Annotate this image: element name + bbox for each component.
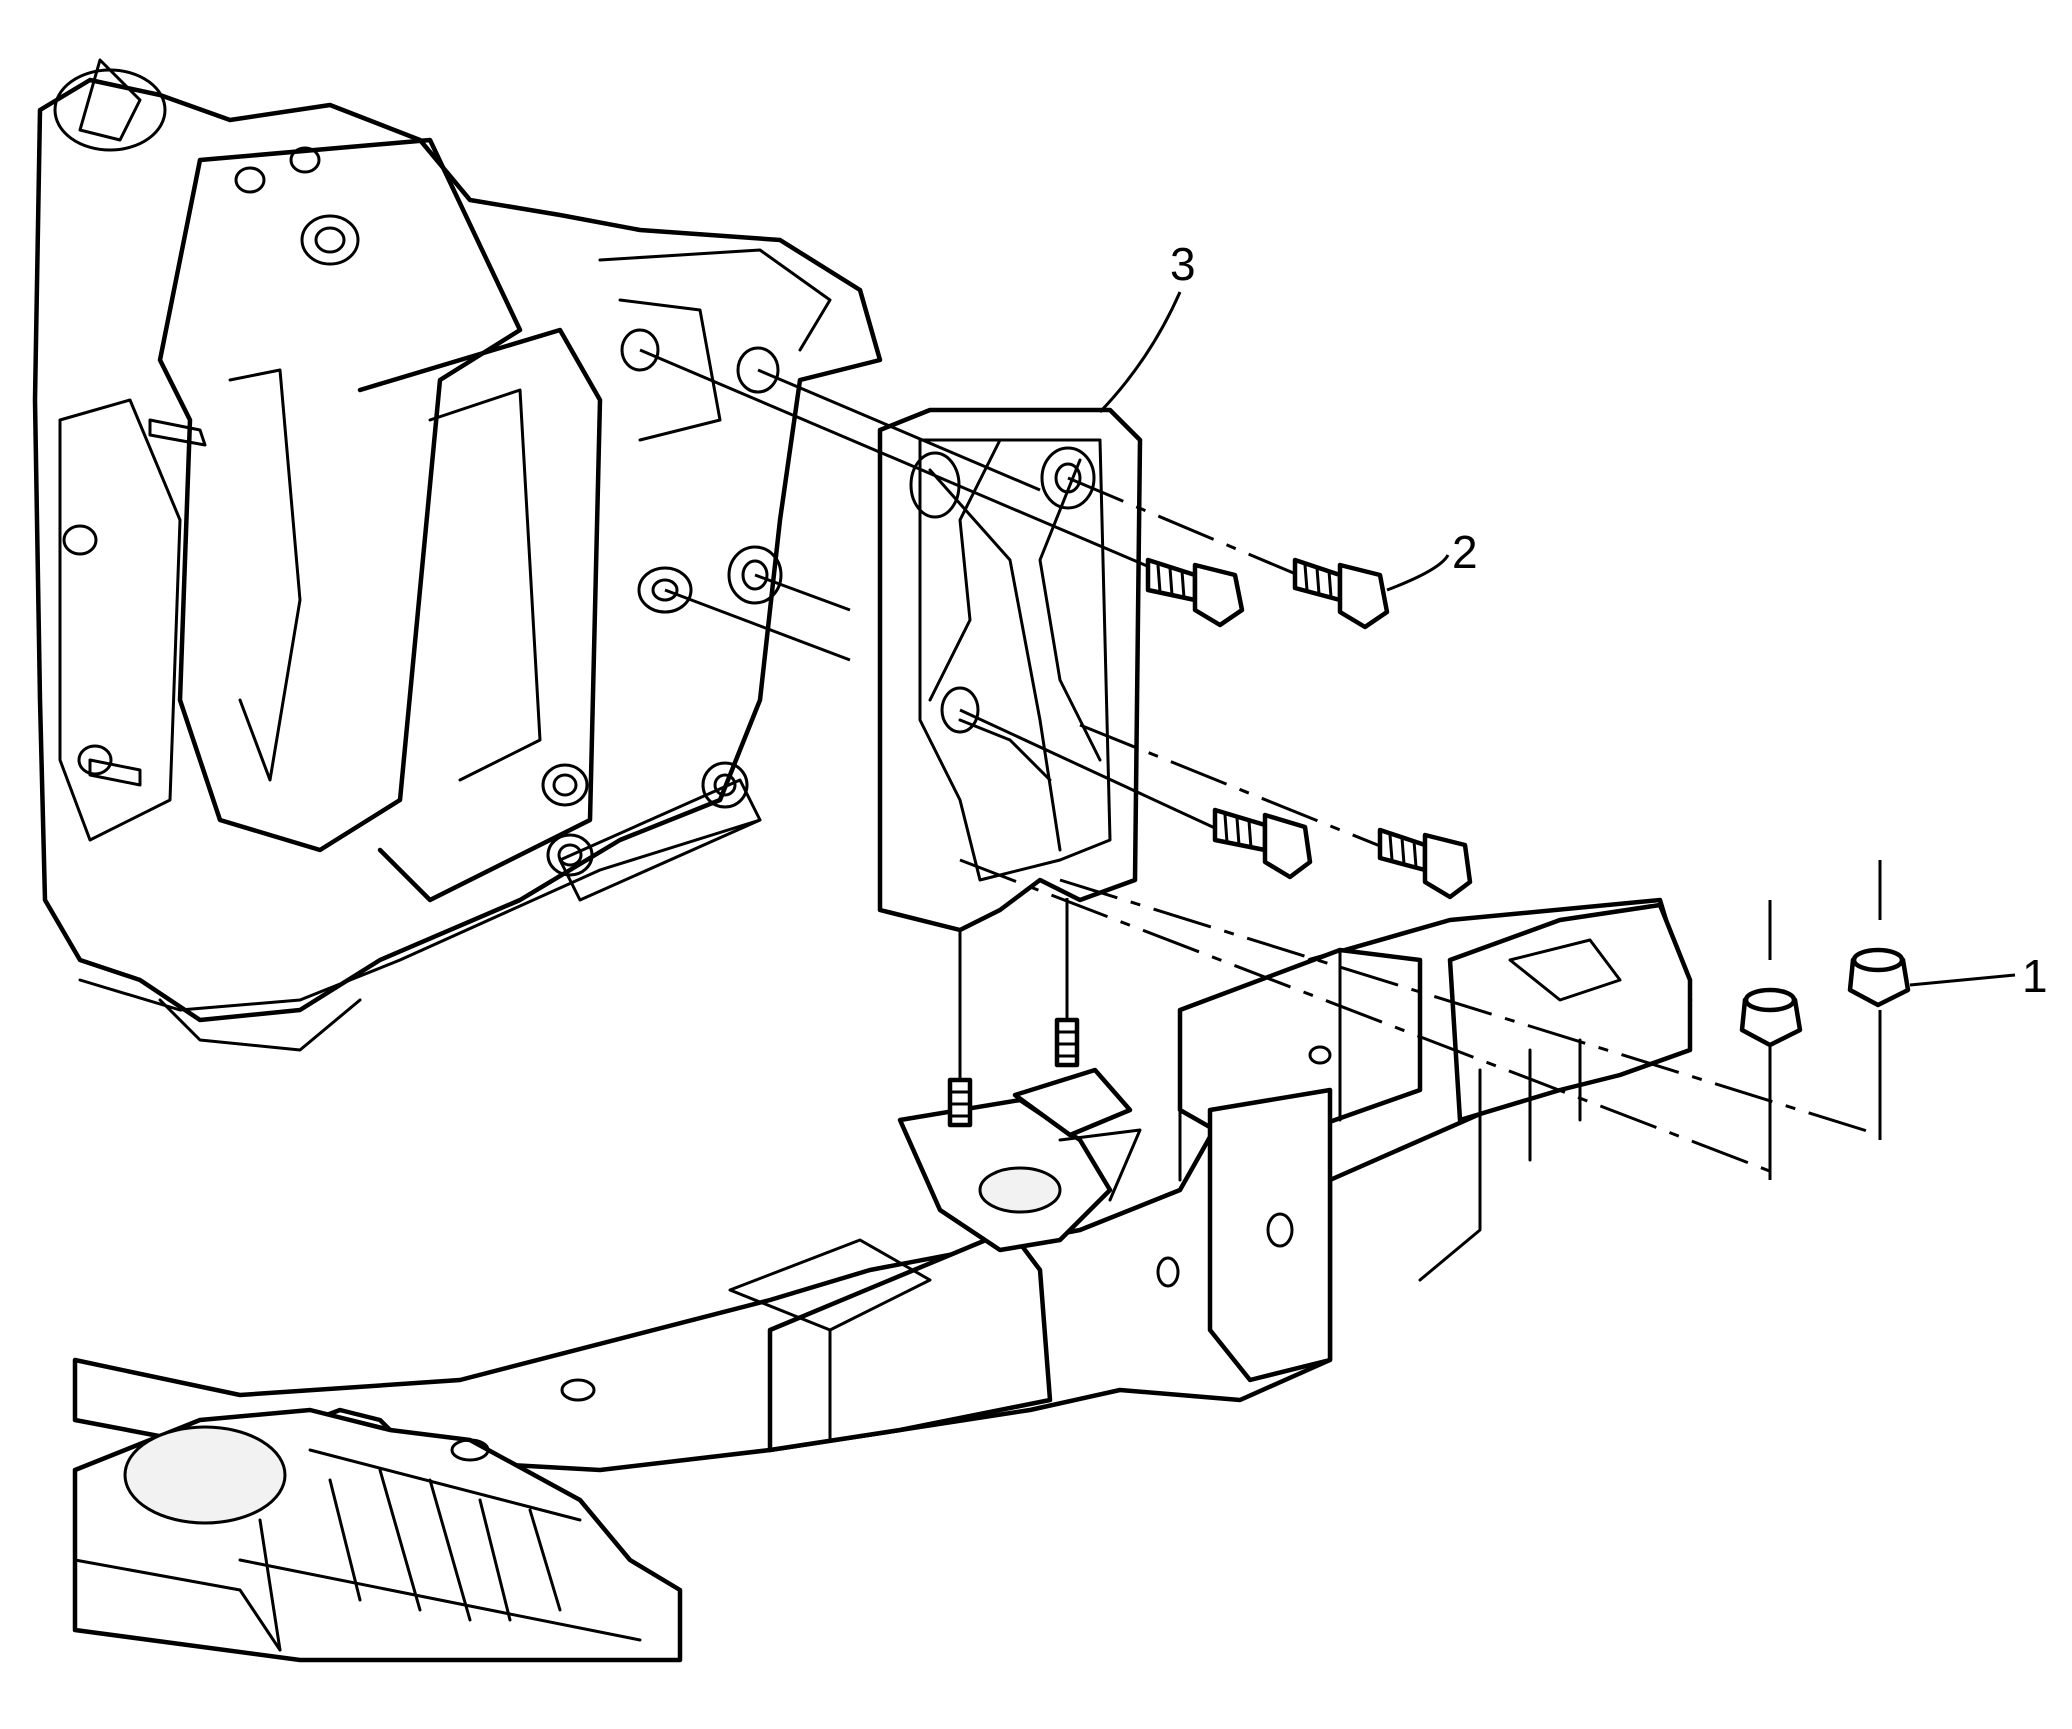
callout-3: 3 [1098,238,1196,414]
callout-label-3: 3 [1170,238,1196,290]
bolt-upper-front [1292,557,1390,630]
bolt-lower-front [1377,827,1473,900]
callout-2: 2 [1386,526,1478,592]
nut-front [1847,947,1911,1008]
nuts [1739,947,1911,1048]
transmission-housing [32,58,883,1052]
transmission-mount-bracket [877,407,1143,933]
bolt-lower-rear [1212,807,1313,880]
callout-label-2: 2 [1452,526,1478,578]
callout-1: 1 [1909,950,2048,1002]
mount-studs [947,1017,1080,1128]
frame-crossmember [72,897,1693,1663]
bolts [1145,557,1473,900]
bolt-upper-rear [1145,557,1245,628]
callout-label-1: 1 [2022,950,2048,1002]
nut-rear [1739,987,1803,1048]
